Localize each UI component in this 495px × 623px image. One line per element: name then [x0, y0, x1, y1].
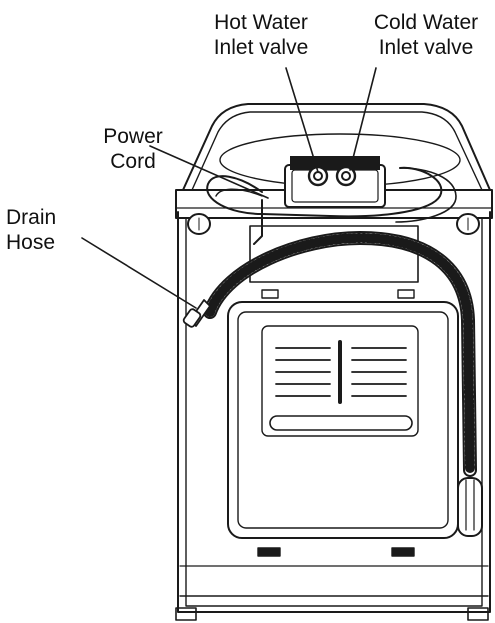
- top-rail-bumpers: [187, 213, 480, 235]
- drain-hose-label: Drain Hose: [6, 206, 57, 254]
- drain-hose-leader: [81, 237, 197, 309]
- hot-water-leader: [285, 67, 319, 173]
- cold-water-inlet-valve-label: Cold Water Inlet valve: [373, 11, 479, 59]
- panel-vents: [269, 340, 413, 431]
- power-cord-label: Power Cord: [103, 125, 163, 173]
- bottom-brackets: [179, 547, 489, 567]
- cold-water-inlet-valve: [335, 165, 357, 187]
- callout-leaders: [81, 67, 377, 309]
- hot-water-inlet-valve-label: Hot Water Inlet valve: [213, 11, 309, 59]
- drain-hose: [182, 231, 483, 537]
- rear-access-panel: [227, 301, 459, 539]
- washer-cabinet: [175, 211, 491, 621]
- cold-water-leader: [349, 67, 377, 171]
- inlet-valve-housing: [284, 156, 386, 208]
- power-cord: [206, 166, 457, 245]
- power-cord-leader: [149, 145, 269, 199]
